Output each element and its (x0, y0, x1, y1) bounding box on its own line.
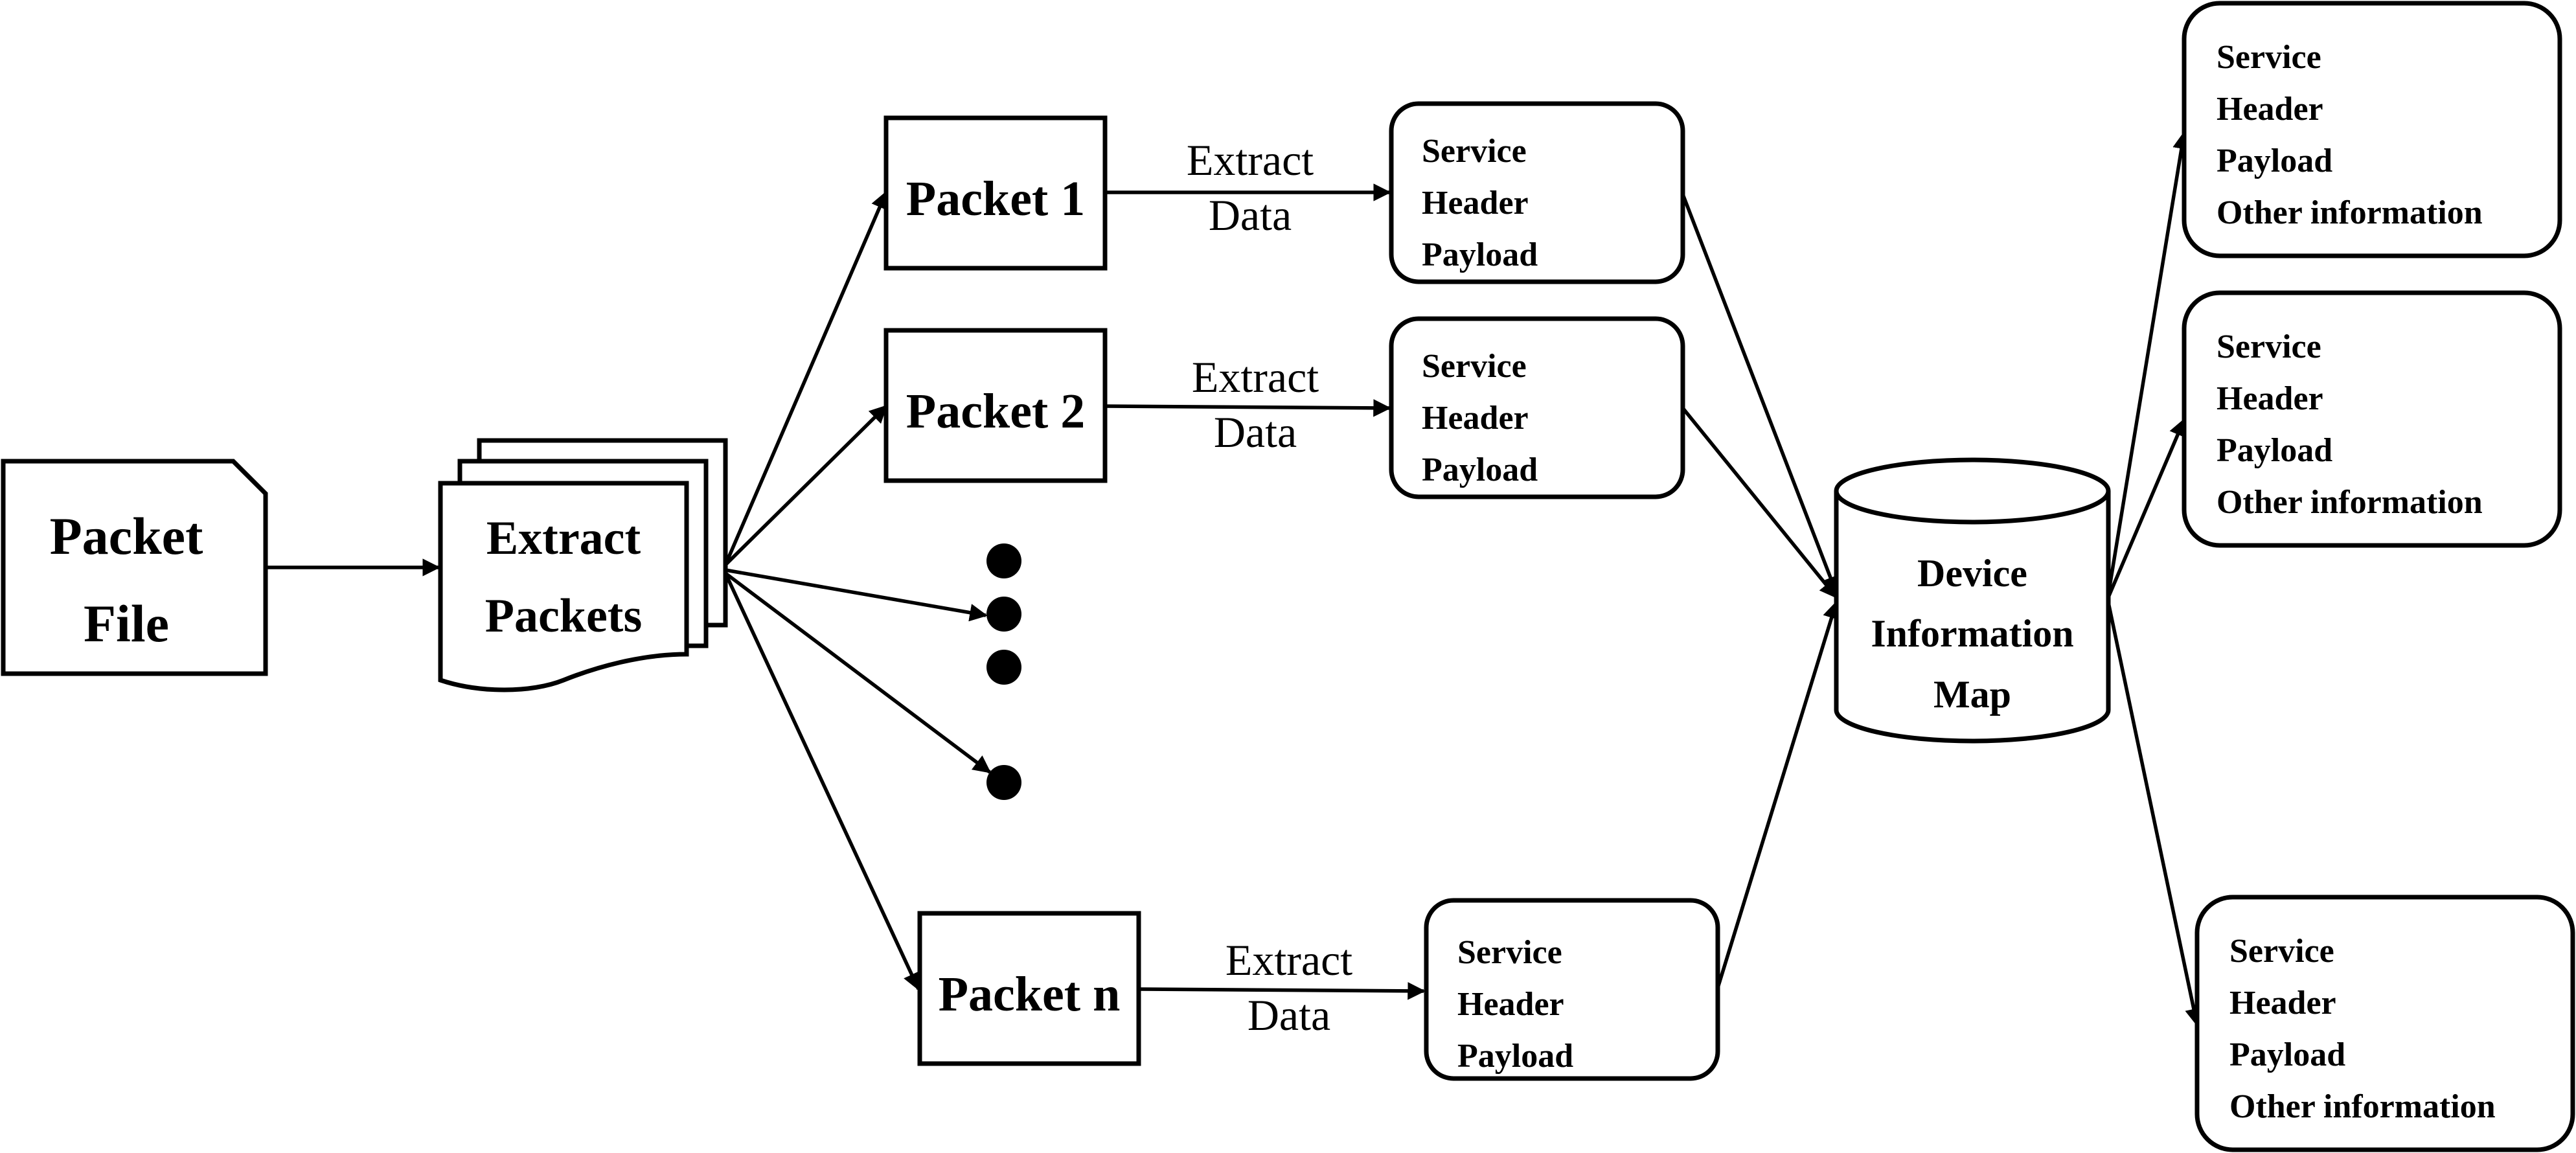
data-box-1-header: Header (1422, 185, 1529, 222)
arrow-to-packet-2 (724, 405, 887, 566)
output-box-2-other: Other information (2217, 484, 2483, 521)
packet-file-label-line2: File (84, 594, 169, 653)
arrow-data-1-to-map (1681, 194, 1839, 595)
extract-data-label-2: Extract Data (1192, 352, 1319, 457)
ellipsis-dots (986, 543, 1021, 800)
output-box-1: Service Header Payload Other information (2182, 1, 2562, 258)
arrow-data-2-to-map (1681, 407, 1838, 599)
output-box-3-payload: Payload (2229, 1036, 2345, 1073)
output-box-3-header: Header (2229, 985, 2336, 1022)
ellipsis-dot (986, 543, 1021, 578)
device-map-label-line2: Information (1871, 612, 2073, 655)
data-box-n-service: Service (1457, 934, 1562, 971)
device-map-label-line3: Map (1933, 673, 2011, 716)
packet-n-node: Packet n (917, 911, 1141, 1066)
output-box-2-service: Service (2217, 328, 2321, 365)
packet-2-node: Packet 2 (883, 328, 1108, 483)
packet-1-node: Packet 1 (883, 115, 1108, 271)
arrow-map-to-output-3 (2106, 602, 2203, 1027)
arrow-map-to-output-2 (2106, 418, 2186, 599)
svg-text:Data: Data (1214, 407, 1297, 457)
arrow-map-to-output-1 (2106, 131, 2191, 595)
arrow-to-packet-1 (724, 190, 888, 566)
output-box-3: Service Header Payload Other information (2194, 895, 2575, 1152)
data-box-n: Service Header Payload (1424, 898, 1720, 1081)
packet-file-label-line1: Packet (50, 507, 203, 565)
extract-data-label-n: Extract Data (1225, 935, 1352, 1040)
extract-packets-label-line2: Packets (485, 589, 643, 643)
packet-2-label: Packet 2 (906, 384, 1085, 439)
svg-text:Data: Data (1248, 990, 1330, 1040)
ellipsis-dot (986, 650, 1021, 685)
output-box-3-service: Service (2229, 933, 2334, 970)
data-box-1-payload: Payload (1422, 236, 1538, 273)
svg-text:Data: Data (1209, 190, 1292, 240)
output-box-1-payload: Payload (2217, 143, 2332, 179)
data-box-2-payload: Payload (1422, 451, 1538, 488)
extract-packets-node: Extract Packets (438, 438, 728, 692)
device-information-map-node: Device Information Map (1834, 457, 2111, 744)
packet-1-label: Packet 1 (906, 172, 1085, 226)
svg-text:Extract: Extract (1225, 935, 1352, 985)
extract-packets-label-line1: Extract (486, 512, 641, 565)
svg-text:Extract: Extract (1192, 352, 1319, 402)
arrow-packet-n-to-data (1138, 982, 1426, 1000)
output-box-2-payload: Payload (2217, 432, 2332, 469)
arrow-packet-2-to-data (1104, 399, 1391, 417)
output-box-1-other: Other information (2217, 194, 2483, 231)
output-box-3-other: Other information (2229, 1088, 2496, 1125)
ellipsis-dot (986, 765, 1021, 800)
packet-n-label: Packet n (939, 967, 1121, 1022)
arrow-to-packet-n (724, 572, 920, 991)
ellipsis-dot (986, 597, 1021, 632)
data-box-2-service: Service (1422, 348, 1527, 385)
output-box-2: Service Header Payload Other information (2182, 290, 2562, 548)
data-box-n-payload: Payload (1457, 1038, 1573, 1075)
arrow-to-ellipsis-bottom (724, 571, 992, 774)
output-box-1-header: Header (2217, 91, 2323, 128)
data-box-1-service: Service (1422, 133, 1527, 170)
device-map-label-line1: Device (1917, 552, 2027, 595)
svg-text:Extract: Extract (1187, 135, 1314, 185)
output-box-1-service: Service (2217, 39, 2321, 76)
data-box-n-header: Header (1457, 986, 1564, 1023)
data-box-2: Service Header Payload (1389, 316, 1685, 499)
arrow-to-ellipsis-top (725, 568, 988, 622)
output-box-2-header: Header (2217, 380, 2323, 417)
packet-file-node: Packet File (1, 459, 268, 676)
data-box-1: Service Header Payload (1389, 101, 1685, 284)
arrow-data-n-to-map (1716, 600, 1840, 988)
extract-data-label-1: Extract Data (1187, 135, 1314, 240)
data-box-2-header: Header (1422, 400, 1529, 437)
